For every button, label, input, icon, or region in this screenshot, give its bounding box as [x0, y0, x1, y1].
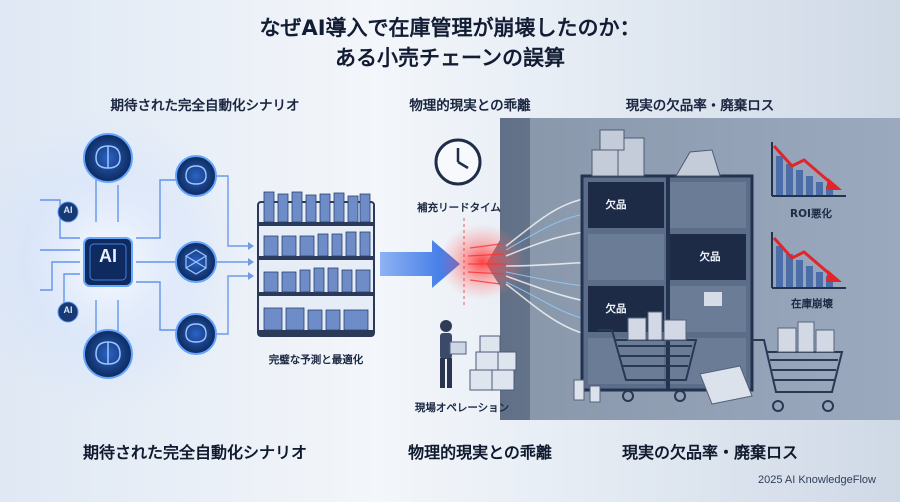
ai-mini-label-top: AI [63, 205, 73, 215]
network-node-right-middle [175, 241, 217, 283]
shelf-caption: 完璧な予測と最適化 [268, 354, 364, 366]
ai-mini-node-bottom [57, 301, 79, 323]
boxes-on-top [591, 129, 721, 177]
flow-arrows-to-shelf [216, 175, 248, 335]
brain-node-bottom [83, 329, 133, 379]
stockout-label-1: 欠品 [605, 199, 627, 211]
operations-label: 現場オペレーション [414, 402, 510, 414]
section-footer-left: 期待された完全自動化シナリオ [82, 443, 307, 462]
ai-chip [83, 237, 133, 287]
worker-illustration [440, 320, 467, 388]
fallen-goods [573, 365, 753, 405]
impact-streaks [467, 243, 506, 285]
stockout-label-3: 欠品 [605, 303, 627, 315]
cart-right-goods [777, 321, 835, 353]
ai-chip-label: AI [99, 246, 117, 266]
section-footer-middle: 物理的現実との乖離 [408, 443, 552, 462]
section-footer-right: 現実の欠品率・廃棄ロス [621, 443, 798, 462]
lead-time-label: 補充リードタイム [417, 202, 501, 214]
circuit-lines [40, 179, 178, 338]
brain-node-right-bottom [175, 313, 217, 355]
page-title-line-2: ある小売チェーンの誤算 [335, 46, 565, 70]
copyright: 2025 AI KnowledgeFlow [757, 474, 876, 486]
impact-glow [438, 224, 526, 300]
brain-node-right-top [175, 155, 217, 197]
cart-left-goods [627, 311, 687, 341]
roi-label: ROI悪化 [790, 208, 832, 220]
inventory-collapse-label: 在庫崩壊 [791, 298, 833, 310]
ai-mini-node-top [57, 201, 79, 223]
roi-trend-chart [771, 142, 846, 197]
section-header-middle: 物理的現実との乖離 [409, 98, 531, 114]
clock-icon [434, 138, 482, 186]
inventory-trend-chart [771, 232, 846, 289]
stacked-boxes [469, 335, 517, 391]
brain-node-top [83, 133, 133, 183]
section-header-left: 期待された完全自動化シナリオ [110, 98, 300, 114]
section-header-right: 現実の欠品率・廃棄ロス [625, 98, 775, 114]
stockout-label-2: 欠品 [699, 251, 721, 263]
page-title-line-1: なぜAI導入で在庫管理が崩壊したのか： [259, 16, 641, 40]
ai-mini-label-bottom: AI [63, 305, 73, 315]
perfect-shelf [257, 191, 375, 337]
